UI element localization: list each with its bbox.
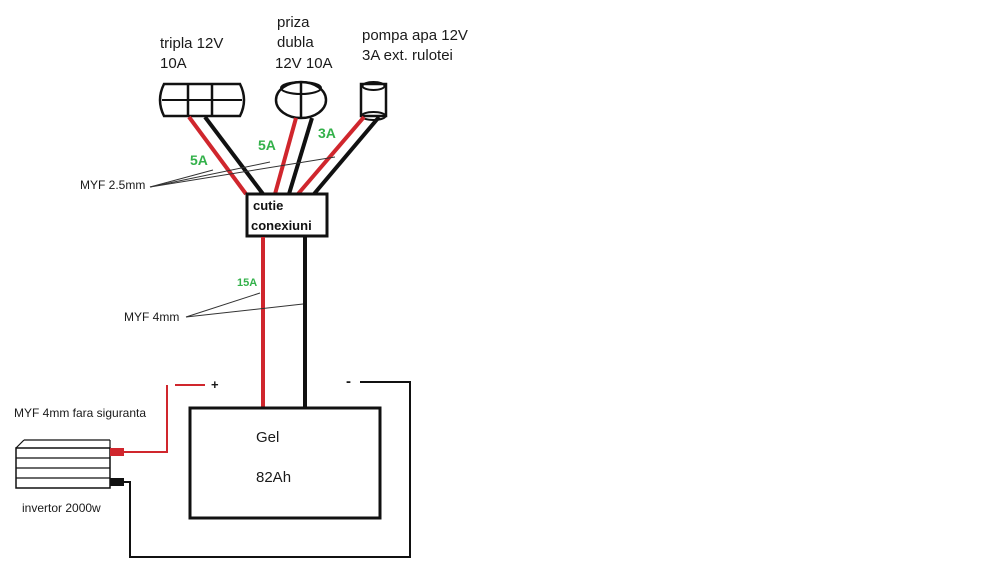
junction-box-label-2: conexiuni (251, 218, 312, 233)
priza-label-3: 12V 10A (275, 55, 333, 72)
battery-capacity: 82Ah (256, 469, 291, 486)
cable-label-inverter: MYF 4mm fara siguranta (14, 406, 146, 420)
battery-box (188, 406, 382, 520)
amp-label-pompa: 3A (318, 125, 336, 141)
pump-socket-icon (359, 81, 388, 121)
tripla-label-2: 10A (160, 55, 187, 72)
cable-label-main: MYF 4mm (124, 310, 179, 324)
priza-label-1: priza (277, 14, 310, 31)
amp-label-priza: 5A (258, 137, 276, 153)
inverter-label: invertor 2000w (22, 501, 101, 515)
double-socket-icon (274, 80, 328, 120)
pompa-label-1: pompa apa 12V (362, 27, 468, 44)
thin-annotation-lines (149, 156, 336, 318)
battery-type: Gel (256, 429, 279, 446)
amp-label-main: 15A (237, 277, 257, 289)
cable-label-thin: MYF 2.5mm (80, 178, 145, 192)
polarity-minus: - (346, 373, 351, 390)
main-wires (261, 237, 307, 408)
polarity-plus: + (211, 377, 219, 392)
junction-box-label-1: cutie (253, 198, 283, 213)
priza-label-2: dubla (277, 34, 314, 51)
inverter-wires (124, 381, 411, 558)
amp-label-tripla: 5A (190, 152, 208, 168)
device-wires (187, 115, 381, 196)
inverter-icon (15, 439, 124, 489)
pompa-label-2: 3A ext. rulotei (362, 47, 453, 64)
junction-box (245, 192, 329, 238)
triple-socket-icon (158, 82, 246, 118)
tripla-label-1: tripla 12V (160, 35, 223, 52)
